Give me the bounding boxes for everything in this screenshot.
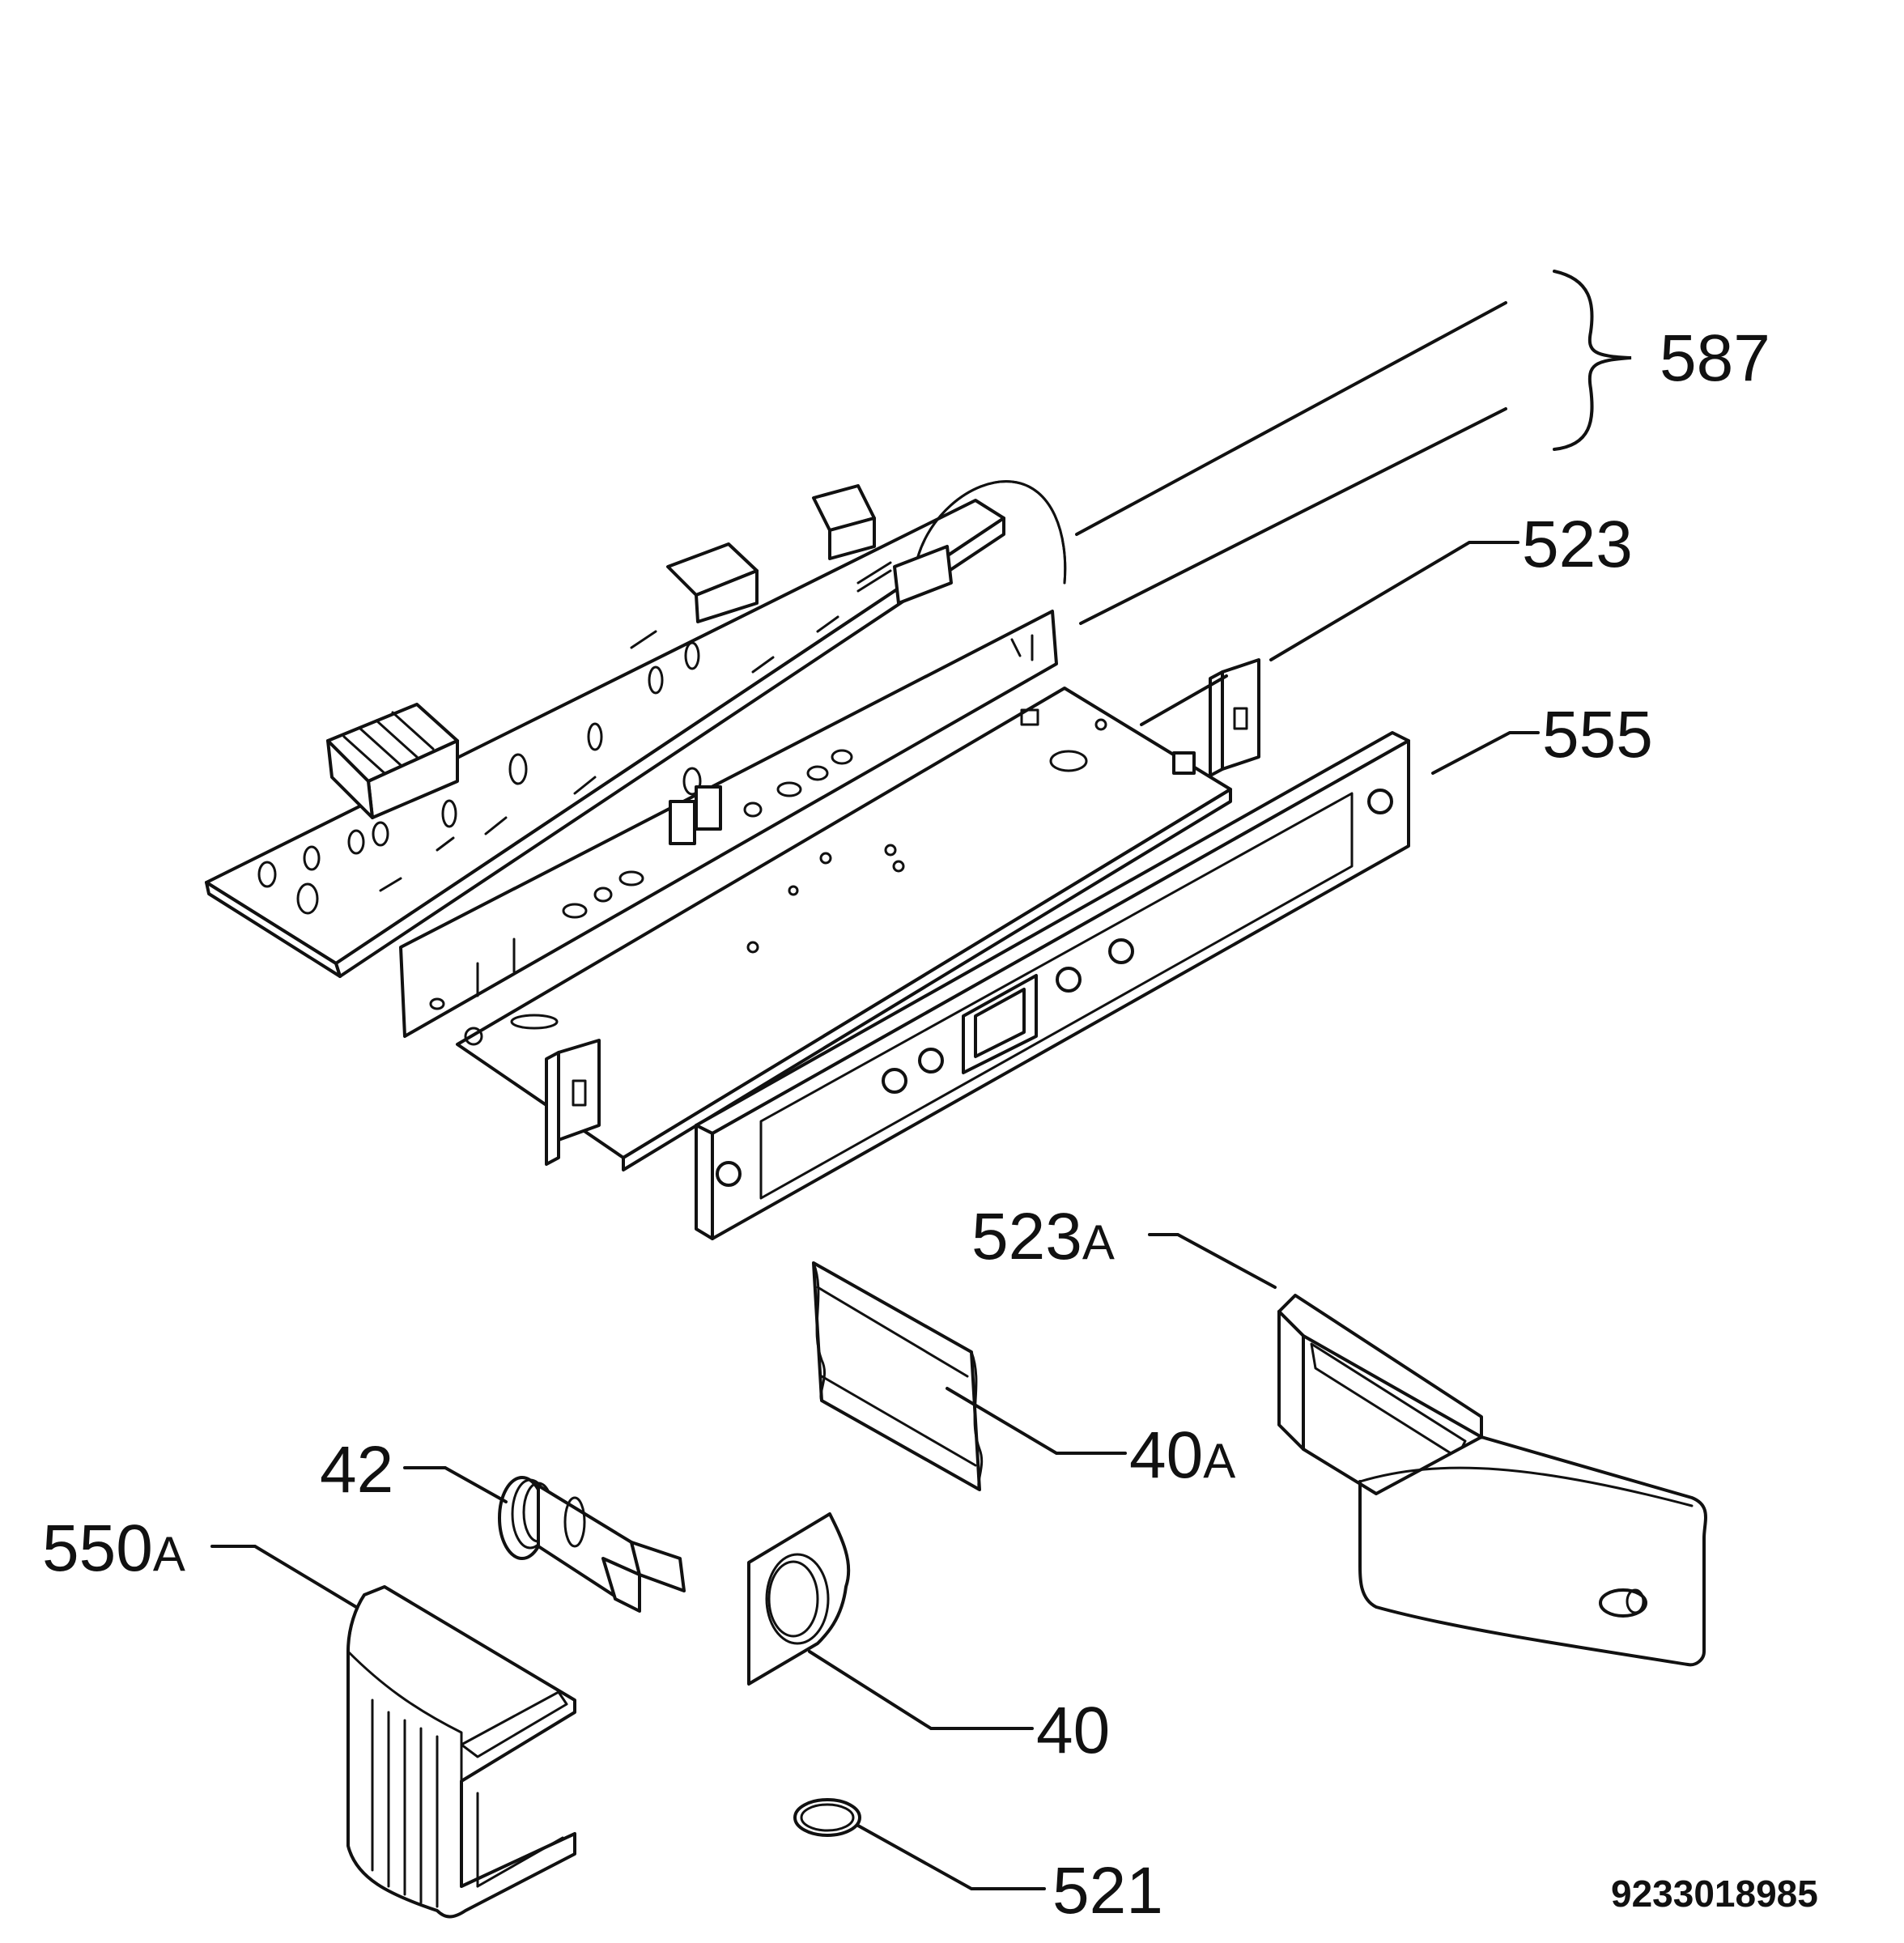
callout-40: 40	[1036, 1694, 1110, 1767]
display-panel-555	[695, 731, 1410, 1240]
leader-lines	[210, 270, 1632, 1890]
support-bracket-523	[456, 658, 1260, 1171]
control-pcb-587	[205, 480, 1067, 1038]
end-cap-523a	[1277, 1294, 1707, 1667]
lamp-holder-42	[498, 1476, 686, 1613]
callout-550a: 550A	[42, 1511, 185, 1585]
callout-523: 523	[1522, 508, 1633, 581]
callout-521: 521	[1052, 1854, 1163, 1928]
lamp-gasket-40	[747, 1512, 851, 1686]
o-ring-521	[793, 1798, 861, 1837]
end-cap-550a	[346, 1585, 576, 1919]
document-number: 9233018985	[1611, 1873, 1818, 1915]
callout-42: 42	[320, 1433, 393, 1507]
light-shade-40a	[812, 1261, 984, 1491]
callout-40a: 40A	[1129, 1418, 1235, 1492]
callout-587: 587	[1660, 321, 1770, 395]
callout-555: 555	[1542, 698, 1653, 772]
callout-523a: 523A	[971, 1200, 1115, 1273]
